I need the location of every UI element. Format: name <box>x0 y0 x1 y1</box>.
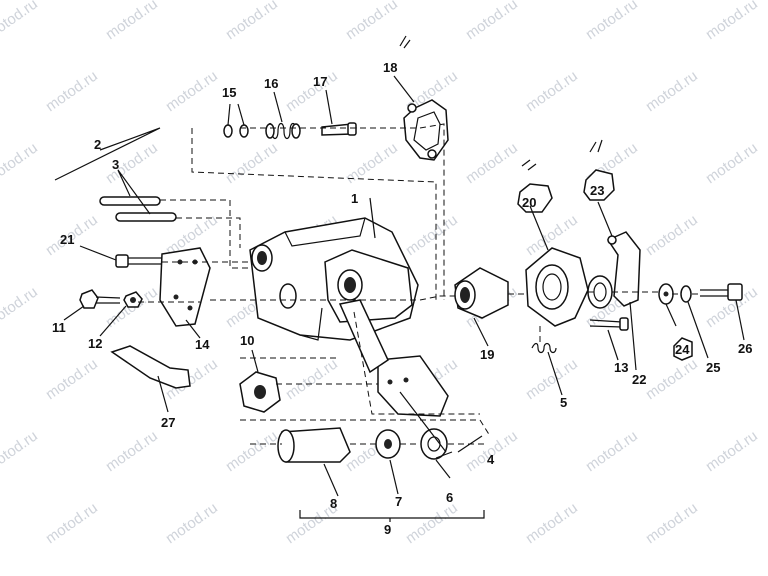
watermark-text: motod.ru <box>0 0 41 43</box>
watermark-text: motod.ru <box>523 67 581 115</box>
callout-17: 17 <box>313 74 327 89</box>
callout-6: 6 <box>446 490 453 505</box>
watermark-text: motod.ru <box>703 139 761 187</box>
pins-3 <box>99 196 177 222</box>
watermark-text: motod.ru <box>163 67 221 115</box>
watermark-text: motod.ru <box>523 499 581 547</box>
callout-8: 8 <box>330 496 337 511</box>
watermark-text: motod.ru <box>403 499 461 547</box>
bolt-21 <box>115 254 162 268</box>
leader-lines <box>54 75 745 522</box>
watermark-text: motod.ru <box>643 499 701 547</box>
callout-10: 10 <box>240 333 254 348</box>
washer-7 <box>375 429 401 459</box>
watermark-text: motod.ru <box>463 0 521 43</box>
watermark-text: motod.ru <box>703 427 761 475</box>
cap-23 <box>583 139 615 201</box>
watermark-text: motod.ru <box>343 0 401 43</box>
callout-24: 24 <box>675 342 690 357</box>
watermark-text: motod.ru <box>643 67 701 115</box>
callout-labels: 1 2 3 4 5 6 7 8 9 10 11 12 13 14 15 16 1… <box>52 60 752 537</box>
callout-22: 22 <box>632 372 646 387</box>
watermark-text: motod.ru <box>0 427 41 475</box>
watermark-text: motod.ru <box>163 499 221 547</box>
caliper-body <box>249 217 419 341</box>
watermark-text: motod.ru <box>43 67 101 115</box>
pad-4 <box>377 355 449 417</box>
orings-15 <box>223 124 249 138</box>
callout-5: 5 <box>560 395 567 410</box>
callout-3: 3 <box>112 157 119 172</box>
watermark-text: motod.ru <box>103 427 161 475</box>
callout-13: 13 <box>614 360 628 375</box>
watermark-text: motod.ru <box>43 355 101 403</box>
screw-13 <box>589 317 629 331</box>
watermark-text: motod.ru <box>283 355 341 403</box>
watermark-text: motod.ru <box>223 139 281 187</box>
watermark-text: motod.ru <box>283 67 341 115</box>
piston-19 <box>454 267 509 319</box>
watermark-text: motod.ru <box>223 0 281 43</box>
callout-23: 23 <box>590 183 604 198</box>
watermark-text: motod.ru <box>643 355 701 403</box>
callout-27: 27 <box>161 415 175 430</box>
watermark-text: motod.ru <box>403 211 461 259</box>
callout-11: 11 <box>52 320 66 335</box>
bracket-plate-14 <box>159 247 211 327</box>
callout-2: 2 <box>94 137 101 152</box>
callout-9: 9 <box>384 522 391 537</box>
callout-25: 25 <box>706 360 720 375</box>
callout-15: 15 <box>222 85 236 100</box>
watermark-text: motod.ru <box>583 427 641 475</box>
callout-18: 18 <box>383 60 397 75</box>
nut-12 <box>123 291 143 308</box>
nut-10 <box>239 371 281 413</box>
watermark-text: motod.ru <box>103 0 161 43</box>
plunger-17 <box>321 122 357 136</box>
callout-21: 21 <box>60 232 74 247</box>
housing-20 <box>525 247 589 327</box>
cover-18 <box>399 35 449 161</box>
callout-20: 20 <box>522 195 536 210</box>
watermark-text: motod.ru <box>583 0 641 43</box>
callout-7: 7 <box>395 494 402 509</box>
watermark-text: motod.ru <box>463 139 521 187</box>
callout-14: 14 <box>195 337 210 352</box>
watermark-text: motod.ru <box>43 499 101 547</box>
spring-16 <box>265 122 301 140</box>
spring-5 <box>531 342 557 354</box>
watermark-text: motod.ru <box>0 283 41 331</box>
callout-26: 26 <box>738 341 752 356</box>
bolt-11 <box>79 289 121 309</box>
watermark-text: motod.ru <box>223 427 281 475</box>
callout-4: 4 <box>487 452 495 467</box>
callout-1: 1 <box>351 191 358 206</box>
washer-24-25 <box>658 283 693 361</box>
cap-20 <box>517 159 553 213</box>
sleeve-8 <box>277 427 351 463</box>
watermark-text: motod.ru <box>0 139 41 187</box>
callout-12: 12 <box>88 336 102 351</box>
watermark-text: motod.ru <box>703 0 761 43</box>
pad-assy-4 <box>338 299 389 374</box>
watermark-text: motod.ru <box>643 211 701 259</box>
bolt-26 <box>700 283 743 301</box>
callout-19: 19 <box>480 347 494 362</box>
clip-27 <box>110 345 191 389</box>
washer-6 <box>420 428 448 460</box>
guide-lines <box>138 123 700 445</box>
lever-22 <box>606 231 641 307</box>
callout-16: 16 <box>264 76 278 91</box>
